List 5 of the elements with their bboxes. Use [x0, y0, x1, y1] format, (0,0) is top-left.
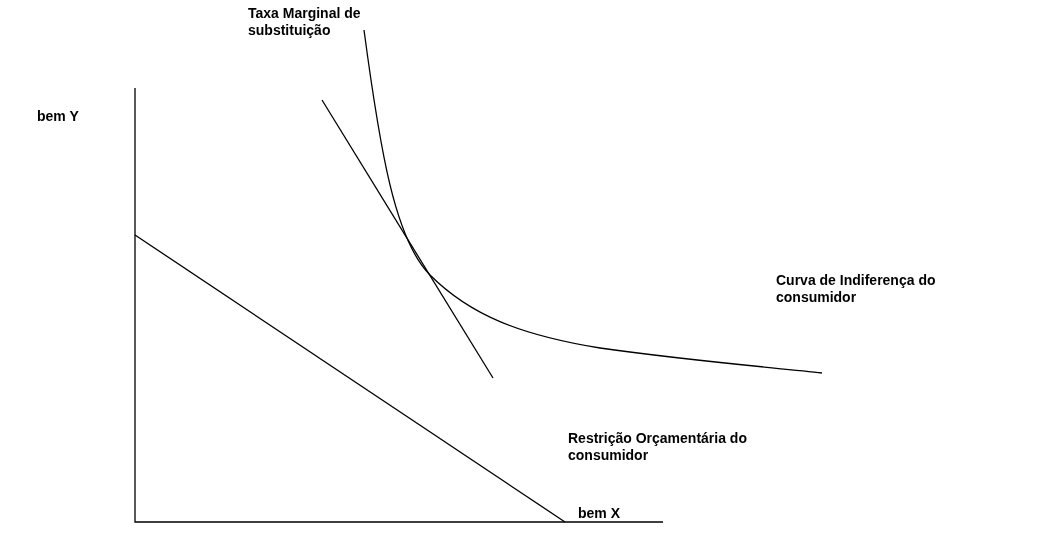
curve-label: Curva de Indiferença do consumidor [776, 272, 937, 306]
curve-label: Taxa Marginal de substituição [248, 5, 362, 39]
axis-label: bem X [578, 505, 621, 522]
curve-label: Restrição Orçamentária do consumidor [568, 430, 748, 464]
axis-label: bem Y [37, 108, 80, 125]
